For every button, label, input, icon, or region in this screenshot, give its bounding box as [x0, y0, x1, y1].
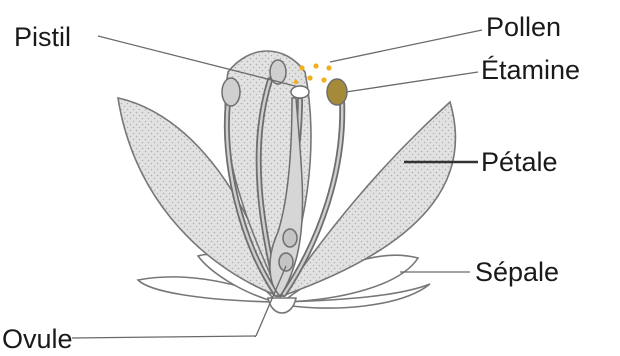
label-pistil: Pistil	[14, 24, 71, 51]
leader-pollen	[330, 30, 482, 62]
anther-3	[327, 79, 347, 105]
leader-etamine	[346, 72, 478, 92]
label-sepale: Sépale	[475, 259, 559, 286]
label-petale: Pétale	[481, 149, 558, 176]
ovule-2	[279, 253, 293, 271]
anther-1	[222, 78, 240, 106]
pistil-stigma	[291, 86, 309, 98]
receptacle	[268, 298, 296, 313]
leader-ovule	[72, 336, 256, 338]
label-etamine: Étamine	[481, 57, 580, 84]
ovule-1	[283, 229, 297, 247]
label-pollen: Pollen	[486, 14, 561, 41]
label-ovule: Ovule	[2, 326, 73, 353]
